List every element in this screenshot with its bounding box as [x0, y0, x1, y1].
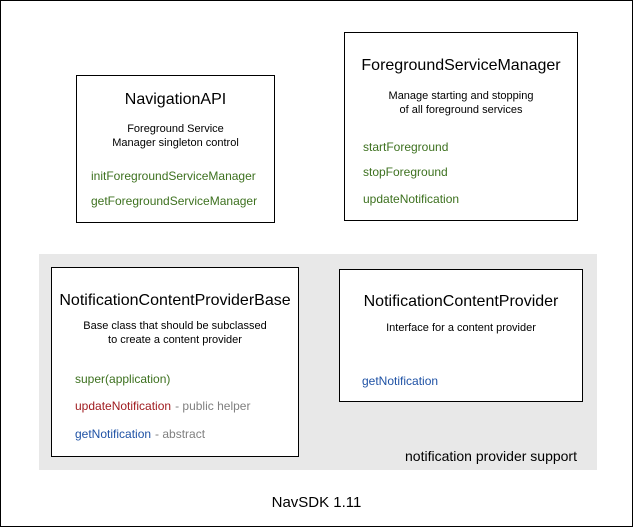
method-getforegroundservicemanager: getForegroundServiceManager	[91, 194, 257, 209]
class-description: Interface for a content provider	[340, 322, 582, 336]
method-annotation: - abstract	[155, 427, 206, 441]
class-description: Base class that should be subclassed to …	[52, 320, 298, 347]
class-title-notification-content-provider: NotificationContentProvider	[363, 293, 559, 310]
class-description-line: of all foreground services	[399, 103, 523, 116]
class-description-line: Interface for a content provider	[386, 322, 536, 334]
class-box-foreground-service-manager: ForegroundServiceManager Manage starting…	[344, 32, 578, 221]
class-description-line: Base class that should be subclassed	[83, 320, 267, 332]
method-startforeground: startForeground	[363, 140, 448, 155]
class-box-navigation-api: NavigationAPI Foreground Service Manager…	[76, 75, 275, 223]
method-name: super(application)	[75, 372, 171, 386]
method-super-application: super(application)	[75, 372, 170, 387]
method-updatenotification: updateNotification- public helper	[75, 399, 250, 414]
method-name: stopForeground	[363, 165, 448, 179]
class-description: Manage starting and stopping of all fore…	[345, 90, 577, 117]
method-name: updateNotification	[75, 399, 172, 413]
method-annotation: - public helper	[175, 399, 251, 413]
panel-label: notification provider support	[405, 448, 577, 464]
method-initforegroundservicemanager: initForegroundServiceManager	[91, 169, 256, 184]
class-description: Foreground Service Manager singleton con…	[77, 123, 274, 150]
class-box-notification-content-provider-base: NotificationContentProviderBase Base cla…	[51, 267, 299, 457]
method-name: initForegroundServiceManager	[91, 169, 256, 183]
class-description-line: to create a content provider	[108, 333, 242, 346]
sdk-version-caption: NavSDK 1.11	[271, 494, 362, 511]
method-updatenotification: updateNotification	[363, 192, 459, 207]
class-title-foreground-service-manager: ForegroundServiceManager	[361, 57, 561, 74]
class-description-line: Manage starting and stopping	[388, 90, 534, 102]
class-description-line: Foreground Service	[127, 123, 224, 135]
method-getnotification: getNotification	[362, 374, 438, 389]
method-name: getNotification	[362, 374, 439, 388]
method-stopforeground: stopForeground	[363, 165, 448, 180]
class-description-line: Manager singleton control	[112, 136, 239, 149]
method-getnotification: getNotification- abstract	[75, 427, 205, 442]
method-name: updateNotification	[363, 192, 460, 206]
class-box-notification-content-provider: NotificationContentProvider Interface fo…	[339, 269, 583, 402]
method-name: getNotification	[75, 427, 152, 441]
method-name: getForegroundServiceManager	[91, 194, 258, 208]
method-name: startForeground	[363, 140, 449, 154]
class-title-navigation-api: NavigationAPI	[124, 91, 227, 108]
class-title-notification-content-provider-base: NotificationContentProviderBase	[59, 292, 291, 309]
